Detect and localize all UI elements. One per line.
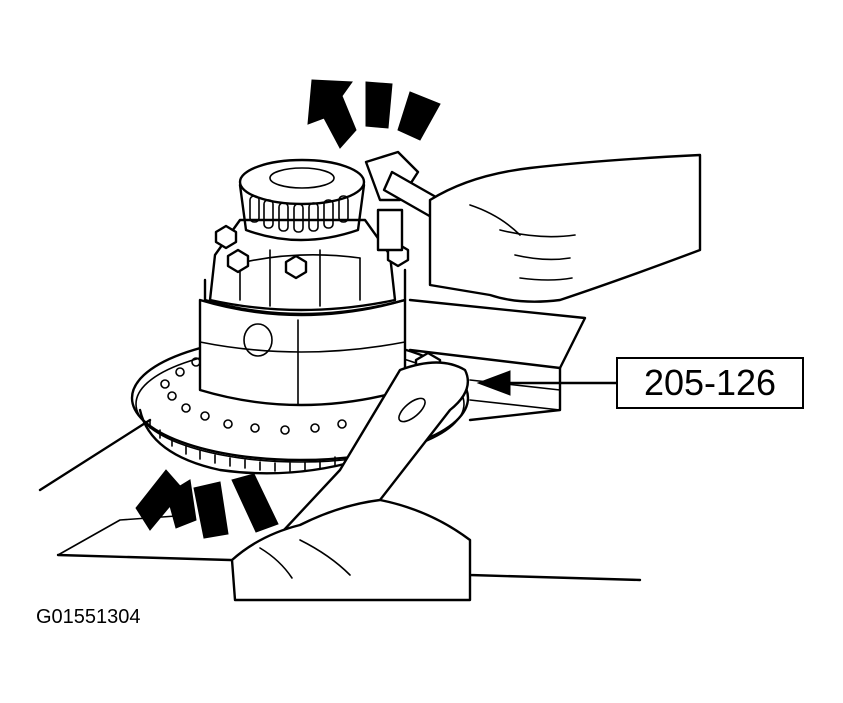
ring-gear-bolt-holes: [160, 357, 347, 435]
tapered-bearing: [238, 158, 366, 242]
ring-gear-teeth: [149, 419, 351, 472]
differential-case: [198, 218, 407, 407]
bearing-rollers: [249, 195, 349, 233]
tool-callout-text: 205-126: [643, 362, 777, 403]
ring-gear: [130, 334, 470, 475]
left-hand: [230, 498, 472, 602]
right-hand: [428, 153, 702, 303]
tool-callout-label: 205-126: [616, 357, 804, 409]
rotation-arrow-bottom: [135, 469, 279, 539]
figure-id: G01551304: [36, 606, 141, 628]
holding-wrench: [268, 361, 470, 562]
callout-arrow: [476, 370, 618, 396]
case-bolts: [214, 224, 442, 383]
rotation-arrow-top: [307, 79, 441, 149]
